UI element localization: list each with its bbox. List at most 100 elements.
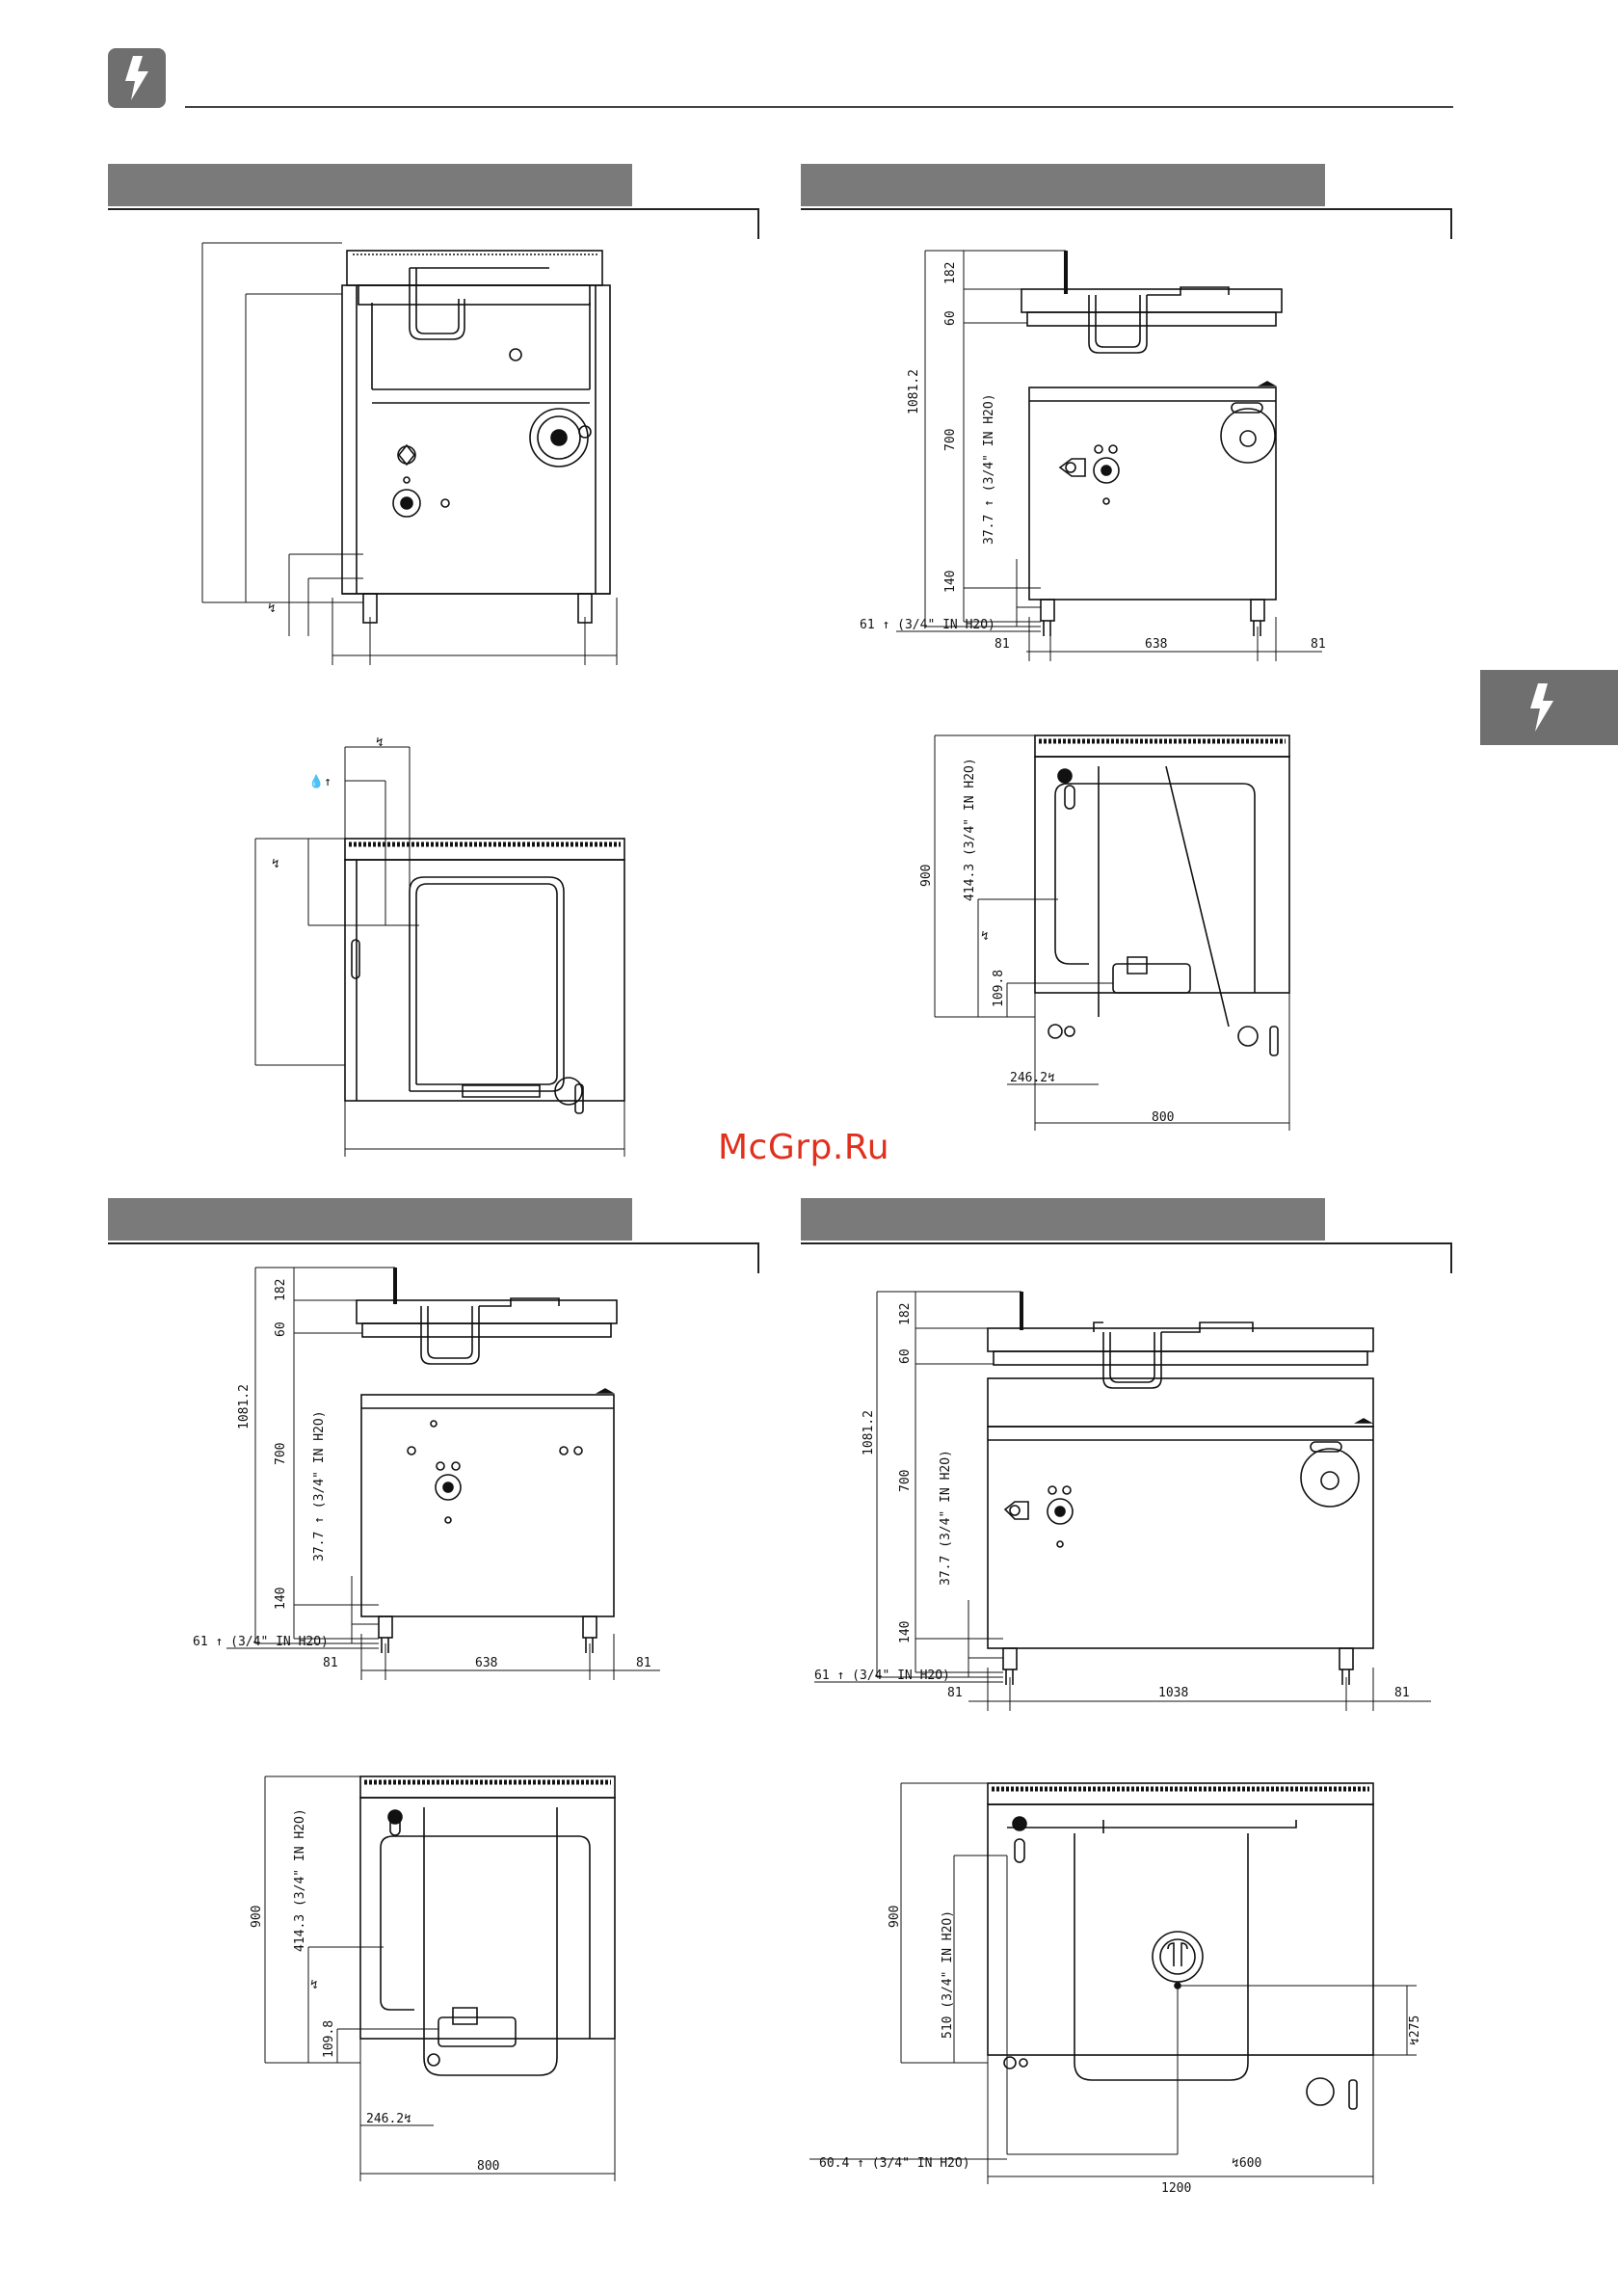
elec-label: ↯	[268, 601, 276, 616]
dim-1081: 1081.2	[862, 1410, 876, 1455]
crank-wheel	[1220, 408, 1276, 464]
drain-outlet	[1152, 1931, 1204, 1983]
dim-700: 700	[274, 1443, 288, 1465]
side-tab-electric[interactable]	[1480, 670, 1618, 745]
elec-label: ↯	[310, 1978, 318, 1992]
drawing-bottom-right-top: 900 510 (3/4" IN H2O) ↯275 60.4 ↑ (3/4" …	[809, 1774, 1426, 2196]
front-view-svg: 182 60 1081.2 700 37.7 ↑ (3/4" IN H2O) 1…	[860, 250, 1326, 661]
control-knob	[1093, 457, 1120, 484]
rear-grille	[359, 1775, 616, 1799]
dim-900: 900	[919, 865, 934, 887]
dim-700: 700	[898, 1470, 913, 1492]
dim-140: 140	[274, 1588, 288, 1610]
drain-label: 61 ↑ (3/4" IN H2O)	[860, 618, 995, 632]
dim-1081: 1081.2	[907, 369, 921, 414]
dim-700: 700	[943, 429, 958, 451]
cabinet-body	[360, 1394, 615, 1617]
dim-1038: 1038	[1158, 1686, 1188, 1700]
dim-600: ↯600	[1232, 2156, 1261, 2171]
dim-81-left: 81	[323, 1656, 338, 1670]
dim-900: 900	[888, 1906, 902, 1928]
water-inlet-label: 510 (3/4" IN H2O)	[941, 1910, 955, 2039]
section-rule-bottom-left	[108, 1242, 758, 1244]
front-view-svg: 182 60 1081.2 700 37.7 ↑ (3/4" IN H2O) 1…	[193, 1267, 660, 1680]
dim-81-right: 81	[1394, 1686, 1410, 1700]
drain-label: 60.4 ↑ (3/4" IN H2O)	[819, 2156, 970, 2171]
elec-label-2: ↯	[272, 857, 279, 871]
header-rule	[185, 106, 1453, 108]
front-view-svg: ↯	[201, 242, 618, 665]
dim-638: 638	[475, 1656, 497, 1670]
dim-246: 246.2↯	[1010, 1071, 1055, 1085]
rear-grille	[987, 1782, 1374, 1805]
dim-81-left: 81	[947, 1686, 963, 1700]
dim-246: 246.2↯	[366, 2112, 411, 2126]
cabinet-body	[341, 284, 611, 595]
section-rule-top-right	[801, 208, 1451, 210]
water-inlet-label: 37.7 (3/4" IN H2O)	[939, 1450, 953, 1586]
top-outline	[359, 1797, 616, 2040]
section-tick-bottom-left	[757, 1242, 759, 1273]
section-bar-bottom-left	[108, 1198, 632, 1241]
section-tick-bottom-right	[1450, 1242, 1452, 1273]
control-knob	[435, 1474, 462, 1501]
section-tick-top-left	[757, 208, 759, 239]
cabinet-body	[987, 1426, 1374, 1649]
dim-140: 140	[898, 1621, 913, 1643]
top-outline	[1034, 756, 1290, 994]
drawing-top-right-top: 900 414.3 (3/4" IN H2O) ↯ 109.8 246.2↯ 8…	[915, 728, 1320, 1133]
drain-label: 61 ↑ (3/4" IN H2O)	[814, 1669, 950, 1683]
drawing-top-left-top: 💧↑ ↯ ↯	[241, 733, 646, 1166]
header-lightning-icon	[108, 48, 166, 108]
section-rule-bottom-right	[801, 1242, 1451, 1244]
drain-label: 61 ↑ (3/4" IN H2O)	[193, 1635, 329, 1649]
dim-140: 140	[943, 571, 958, 593]
rear-grille	[344, 838, 625, 861]
dim-1200: 1200	[1161, 2181, 1191, 2196]
elec-label: ↯	[981, 929, 989, 944]
elec-label-1: ↯	[376, 735, 384, 750]
top-view-svg: 900 510 (3/4" IN H2O) ↯275 60.4 ↑ (3/4" …	[809, 1782, 1422, 2196]
top-outline	[344, 859, 625, 1102]
dim-81-right: 81	[1311, 637, 1326, 652]
dim-109: 109.8	[322, 2020, 336, 2058]
drawing-top-left-front: ↯	[193, 231, 646, 684]
section-bar-top-right	[801, 164, 1325, 206]
dim-81-right: 81	[636, 1656, 651, 1670]
dim-60: 60	[898, 1348, 913, 1364]
section-tick-top-right	[1450, 208, 1452, 239]
dim-638: 638	[1145, 637, 1167, 652]
dim-81-left: 81	[995, 637, 1010, 652]
water-inlet-label: 37.7 ↑ (3/4" IN H2O)	[312, 1410, 327, 1562]
top-outline	[987, 1803, 1374, 2056]
control-knob	[392, 489, 421, 518]
watermark-text: McGrp.Ru	[718, 1128, 890, 1167]
dim-182: 182	[274, 1279, 288, 1301]
section-rule-top-left	[108, 208, 758, 210]
water-inlet-label: 414.3 (3/4" IN H2O)	[293, 1808, 307, 1952]
section-bar-top-left	[108, 164, 632, 206]
drawing-bottom-left-top: 900 414.3 (3/4" IN H2O) ↯ 109.8 246.2↯ 8…	[241, 1769, 646, 2183]
crank-wheel	[1300, 1448, 1360, 1508]
dim-60: 60	[943, 310, 958, 326]
drawing-top-right-front: 182 60 1081.2 700 37.7 ↑ (3/4" IN H2O) 1…	[858, 241, 1326, 675]
front-view-svg: 182 60 1081.2 700 37.7 (3/4" IN H2O) 140…	[814, 1291, 1431, 1711]
dim-800: 800	[1152, 1110, 1174, 1125]
dim-182: 182	[943, 262, 958, 284]
dim-182: 182	[898, 1303, 913, 1325]
top-view-svg: 900 414.3 (3/4" IN H2O) ↯ 109.8 246.2↯ 8…	[250, 1775, 616, 2181]
dim-800: 800	[477, 2159, 499, 2174]
drawing-bottom-right-front: 182 60 1081.2 700 37.7 (3/4" IN H2O) 140…	[814, 1282, 1431, 1711]
dim-60: 60	[274, 1322, 288, 1337]
top-view-svg: 900 414.3 (3/4" IN H2O) ↯ 109.8 246.2↯ 8…	[919, 734, 1290, 1131]
dim-109: 109.8	[992, 970, 1006, 1007]
dim-900: 900	[250, 1906, 264, 1928]
top-view-svg: 💧↑ ↯ ↯	[254, 735, 625, 1157]
water-inlet-label: 414.3 (3/4" IN H2O)	[963, 758, 977, 901]
section-bar-bottom-right	[801, 1198, 1325, 1241]
cabinet-body	[1028, 387, 1277, 601]
control-knob	[1047, 1498, 1074, 1525]
dim-275: ↯275	[1408, 2016, 1422, 2045]
dim-1081: 1081.2	[237, 1384, 252, 1429]
drawing-bottom-left-front: 182 60 1081.2 700 37.7 ↑ (3/4" IN H2O) 1…	[188, 1258, 660, 1687]
